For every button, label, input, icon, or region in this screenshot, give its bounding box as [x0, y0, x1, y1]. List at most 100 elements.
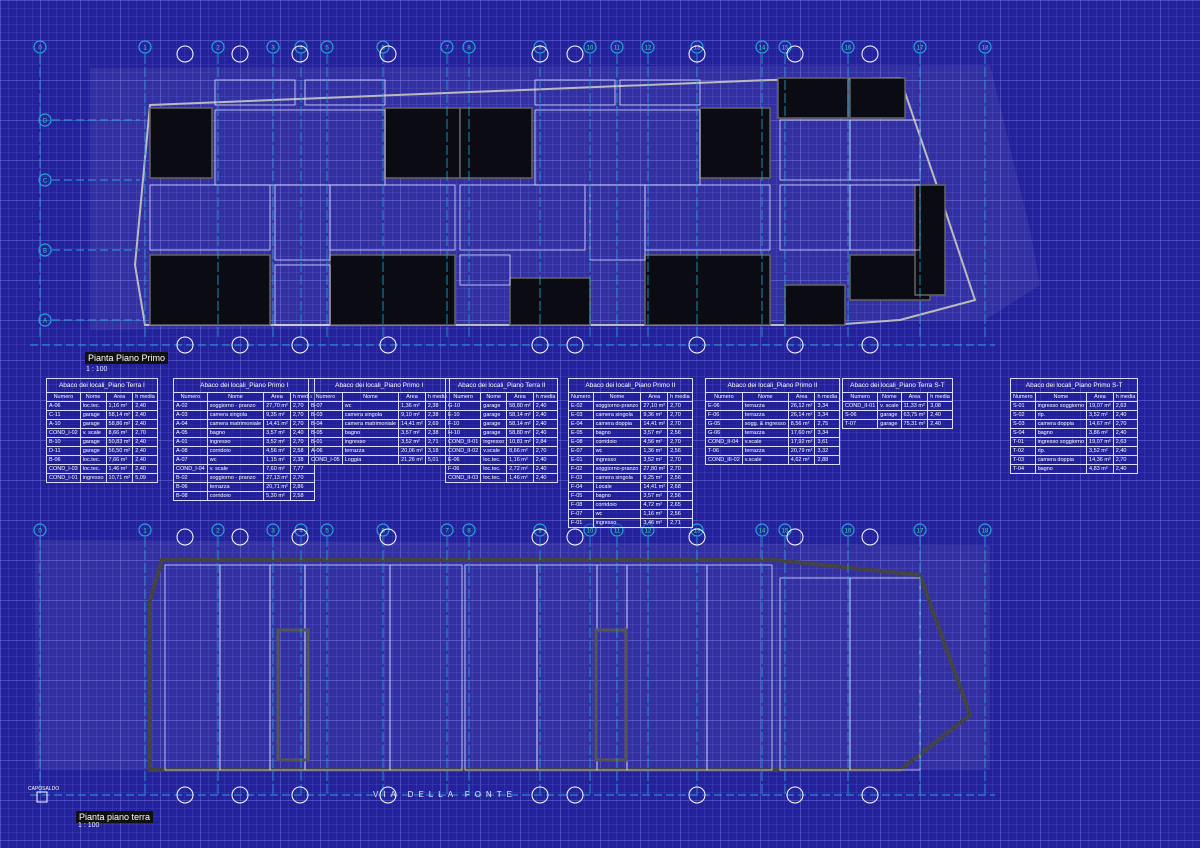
table-cell: 2,40	[132, 401, 158, 411]
table-cell: 2,70	[667, 455, 693, 465]
table-cell: 50,83 m²	[105, 437, 134, 447]
section-marker-icon	[176, 786, 194, 804]
table-cell: 2,58	[289, 491, 316, 501]
room-outline	[274, 264, 331, 326]
table-cell: A-01	[173, 437, 208, 447]
table-cell: 7,60 m²	[263, 464, 291, 474]
table-cell: 2,75	[814, 419, 841, 429]
table-cell: A-06	[308, 446, 343, 456]
table-cell: 2,70	[132, 428, 158, 438]
table-cell: 2,56	[667, 473, 693, 483]
table-cell: E-08	[568, 437, 594, 447]
table-cell: F-03	[568, 473, 594, 483]
grid-axis-bubble	[320, 523, 334, 537]
table-cell: S-03	[1010, 419, 1036, 429]
section-marker-icon	[291, 45, 309, 63]
table-cell: 10,81 m²	[506, 437, 534, 447]
table-cell: garage	[480, 410, 508, 420]
table-cell: terrazza	[206, 482, 265, 492]
table-cell: v. scale	[206, 464, 265, 474]
section-marker-icon	[688, 336, 706, 354]
terrace-slab	[149, 254, 271, 326]
table-cell: camera matrimoniale	[206, 419, 265, 429]
table-cell: garage	[480, 428, 508, 438]
table-cell: 5,09	[132, 473, 158, 483]
table-cell: A-08	[173, 446, 208, 456]
table-cell: 3,52 m²	[263, 437, 291, 447]
grid-axis-bubble	[376, 40, 390, 54]
column-header: Nome	[480, 392, 508, 402]
room-outline	[214, 79, 296, 106]
table-cell: 3,57 m²	[640, 428, 669, 438]
grid-axis-label: D	[43, 119, 48, 125]
table-cell: wc	[341, 401, 400, 411]
table-cell: 2,63	[1112, 437, 1139, 447]
table-cell: G-10	[444, 401, 482, 411]
table-cell: A-10	[46, 419, 81, 429]
grid-axis-bubble	[440, 40, 454, 54]
stair-core	[276, 628, 310, 762]
building-outline	[148, 558, 973, 772]
table-cell: 2,56	[667, 491, 693, 501]
table-cell: 2,40	[1112, 446, 1139, 456]
room-outline	[459, 184, 586, 251]
table-cell: garage	[877, 419, 902, 429]
grid-axis-label: 11	[614, 46, 621, 52]
table-cell: corridoio	[592, 437, 642, 447]
table-cell: Loggia	[341, 455, 400, 465]
table-cell: loc.tec.	[79, 464, 107, 474]
table-cell: 58,80 m²	[506, 401, 534, 411]
grid-axis-bubble	[33, 40, 47, 54]
table-cell: loc.tec.	[79, 401, 107, 411]
table-cell: 9,35 m²	[263, 410, 291, 420]
terrace-slab	[784, 284, 846, 326]
section-marker-icon	[688, 786, 706, 804]
column-header: Area	[900, 392, 929, 402]
section-marker-icon	[786, 336, 804, 354]
table-cell: F-02	[568, 464, 594, 474]
table-cell: wc	[592, 446, 642, 456]
column-header: h media	[667, 392, 693, 402]
grid-axis-bubble	[913, 40, 927, 54]
table-title: Abaco dei locali_Piano Terra I	[46, 378, 158, 392]
table-cell: ingresso soggiorno	[1034, 401, 1088, 411]
grid-axis-label: 18	[982, 46, 989, 52]
section-marker-icon	[531, 45, 549, 63]
table-cell: camera singola	[206, 410, 265, 420]
table-title: Abaco dei locali_Piano Primo II	[568, 378, 693, 392]
grid-axis-label: 2	[216, 529, 220, 535]
table-cell: 2,84	[532, 437, 559, 447]
table-cell: 1,36 m²	[640, 446, 669, 456]
table-cell: ingresso	[79, 473, 107, 483]
grid-axis-bubble	[440, 523, 454, 537]
terrace-slab	[149, 107, 213, 179]
table-cell: 1,15 m²	[263, 455, 291, 465]
grid-axis-label: 3	[271, 529, 275, 535]
section-marker-icon	[379, 336, 397, 354]
table-cell: garage	[79, 410, 107, 420]
grid-axis-bubble	[38, 113, 52, 127]
grid-axis-bubble	[690, 523, 704, 537]
table-cell: 3,32	[814, 446, 841, 456]
grid-axis-label: 0	[38, 529, 42, 535]
table-cell: S-02	[1010, 410, 1036, 420]
